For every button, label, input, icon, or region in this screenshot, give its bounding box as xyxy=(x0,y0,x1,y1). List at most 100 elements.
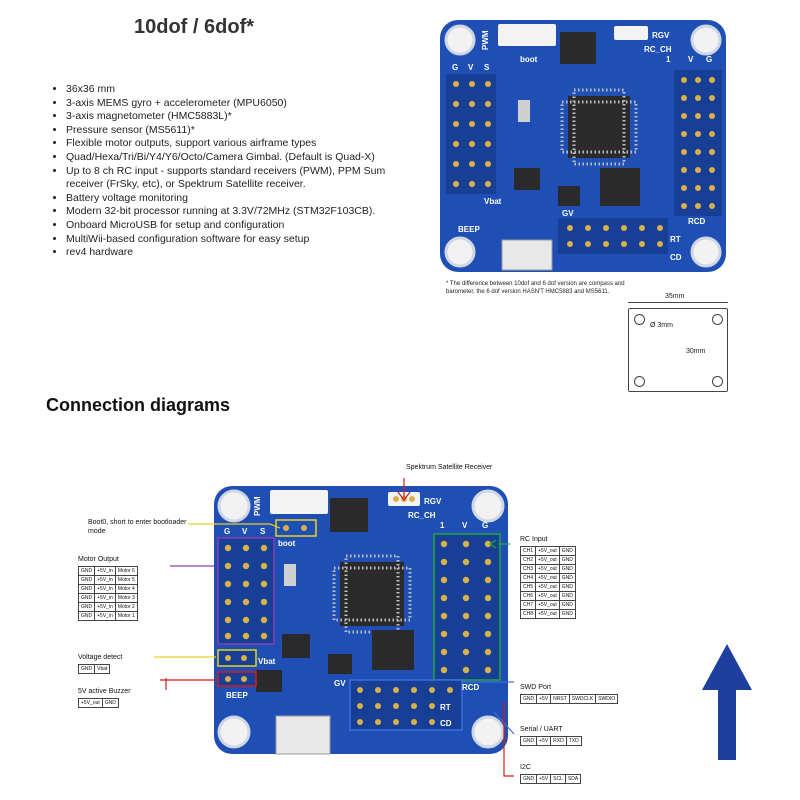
rgv-header xyxy=(614,26,648,40)
board-label-1: 1 xyxy=(666,55,671,64)
top-title: 10dof / 6dof* xyxy=(134,16,255,38)
feature-item: 3-axis magnetometer (HMC5883L)* xyxy=(66,110,396,124)
usb-port xyxy=(275,715,331,755)
chip xyxy=(600,168,640,206)
swd-port-label: SWD Port xyxy=(520,684,552,691)
board-label-rgv: RGV xyxy=(424,497,442,506)
section-title: Connection diagrams xyxy=(46,395,231,415)
board-label-rc-ch: RC_CH xyxy=(408,511,436,520)
board-label-v-right: V xyxy=(462,521,468,530)
board-label-beep: BEEP xyxy=(458,225,480,234)
mount-hole xyxy=(471,489,505,523)
feature-item: Battery voltage monitoring xyxy=(66,192,396,206)
beep-header xyxy=(217,671,257,687)
mcu-chip xyxy=(340,562,404,626)
mount-hole xyxy=(690,24,722,56)
chip xyxy=(514,168,540,190)
motor-header xyxy=(217,537,275,645)
board-photo-bottom: PWM boot RGV RC_CH G V S 1 V G Vbat BEEP… xyxy=(214,486,508,755)
board-label-pwm: PWM xyxy=(481,30,490,50)
dimension-drawing xyxy=(628,308,728,392)
board-label-v: V xyxy=(242,527,248,536)
rc-input-label: RC Input xyxy=(520,536,548,543)
hole-icon xyxy=(634,376,645,387)
board-label-boot: boot xyxy=(278,539,296,548)
feature-item: 36x36 mm xyxy=(66,83,396,97)
rc-header xyxy=(674,70,722,216)
board-label-v-right: V xyxy=(688,55,694,64)
board-label-beep: BEEP xyxy=(226,691,248,700)
board-label-rcd: RCD xyxy=(688,217,706,226)
buzzer-leader xyxy=(160,678,216,690)
spektrum-label: Spektrum Satellite Receiver xyxy=(406,464,493,471)
mount-hole xyxy=(471,715,505,749)
vbat-header xyxy=(217,649,257,667)
crystal xyxy=(518,100,530,122)
board-label-boot: boot xyxy=(520,55,538,64)
board-label-g-right: G xyxy=(706,55,712,64)
mount-hole xyxy=(444,236,476,268)
board-label-g: G xyxy=(452,63,458,72)
feature-item: Quad/Hexa/Tri/Bi/Y4/Y6/Octo/Camera Gimba… xyxy=(66,151,396,165)
board-label-rgv: RGV xyxy=(652,31,670,40)
i2c-leader xyxy=(503,702,514,777)
feature-item: Modern 32-bit processor running at 3.3V/… xyxy=(66,205,396,219)
board-label-cd: CD xyxy=(440,719,452,728)
dim-width-label: 35mm xyxy=(665,293,685,300)
board-label-rc-ch: RC_CH xyxy=(644,45,672,54)
mount-hole xyxy=(217,715,251,749)
crystal xyxy=(284,564,296,586)
mcu-chip xyxy=(568,96,630,158)
feature-item: rev4 hardware xyxy=(66,246,396,260)
chip xyxy=(282,634,310,658)
board-label-rt: RT xyxy=(670,235,681,244)
board-label-g: G xyxy=(224,527,230,536)
chip xyxy=(372,630,414,670)
feature-item: Flexible motor outputs, support various … xyxy=(66,137,396,151)
chip xyxy=(330,498,368,532)
board-label-s: S xyxy=(484,63,490,72)
board-label-cd: CD xyxy=(670,253,682,262)
board-note: * The difference between 10dof and 6 dof… xyxy=(446,281,625,295)
callout-lines xyxy=(154,478,515,777)
board-photo-top: PWM boot RGV RC_CH G V S 1 V G Vbat BEEP… xyxy=(440,20,726,272)
board-label-1: 1 xyxy=(440,521,445,530)
feature-item: MultiWii-based configuration software fo… xyxy=(66,233,396,247)
board-label-pwm: PWM xyxy=(253,496,262,516)
voltage-detect-label: Voltage detect xyxy=(78,654,123,661)
hole-icon xyxy=(634,314,645,325)
boot-pads xyxy=(275,519,317,537)
feature-item: Onboard MicroUSB for setup and configura… xyxy=(66,219,396,233)
mount-hole xyxy=(217,489,251,523)
board-label-vbat: Vbat xyxy=(258,657,276,666)
motor-header xyxy=(446,74,496,194)
pwm-header xyxy=(498,24,556,46)
chip xyxy=(328,654,352,674)
chip xyxy=(560,32,596,64)
boot0-label: Boot0, short to enter bootloader mode xyxy=(88,519,187,535)
bottom-header xyxy=(349,679,463,731)
spektrum-arrow xyxy=(397,491,411,501)
board-label-rt: RT xyxy=(440,703,451,712)
dim-hole-label: Ø 3mm xyxy=(650,322,673,329)
motor-output-label: Motor Output xyxy=(78,556,119,563)
